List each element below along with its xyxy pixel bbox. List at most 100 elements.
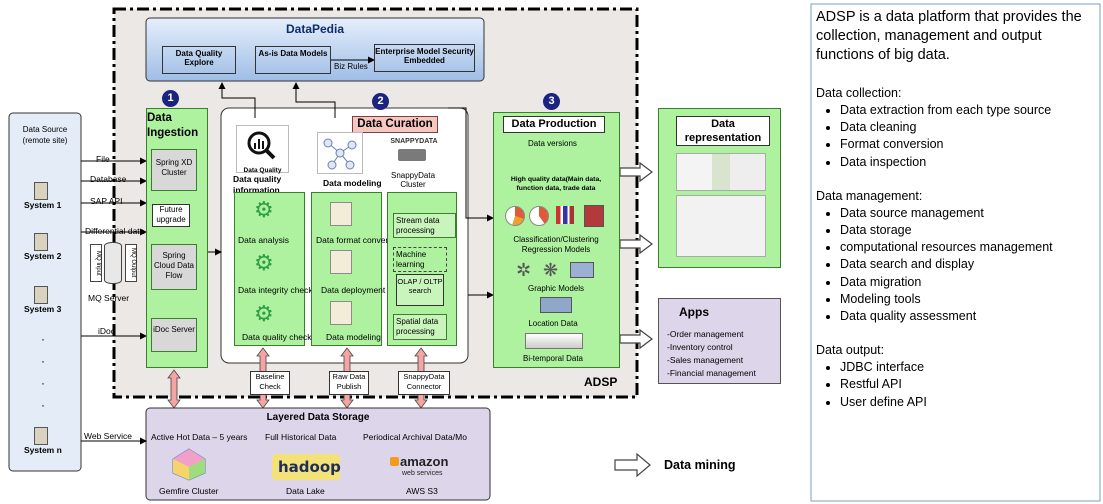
dq-info-label: Data quality information xyxy=(233,174,282,195)
gemfire-caption: Gemfire Cluster xyxy=(159,486,219,496)
datapedia-title: DataPedia xyxy=(285,22,345,36)
server-icon xyxy=(34,427,48,445)
modeling-label: Data modeling xyxy=(323,178,382,188)
network-icon: ✲ xyxy=(516,260,532,280)
raw-data-publish[interactable]: Raw Data Publish xyxy=(329,371,369,395)
mq-input-icon: MQ Input xyxy=(90,244,102,282)
app-item[interactable]: -Financial management xyxy=(667,368,756,378)
col1-item-integrity: Data integrity check xyxy=(238,285,313,295)
gear-icon: ⚙ xyxy=(254,250,274,275)
magnifier-chart-icon xyxy=(247,131,276,160)
conn-sap-api: SAP API xyxy=(90,196,123,206)
storage-tier-full: Full Historical Data xyxy=(265,432,337,442)
ingestion-title: Data Ingestion xyxy=(147,112,199,139)
representation-title: Data representation xyxy=(676,116,770,146)
pie-chart-icon xyxy=(505,206,525,226)
app-item[interactable]: -Sales management xyxy=(667,355,744,365)
location-data-label: Location Data xyxy=(528,319,578,328)
olap-oltp-box[interactable]: OLAP / OLTP search xyxy=(396,274,444,306)
description-text: ADSP is a data platform that provides th… xyxy=(816,8,1096,411)
col2-item-deployment: Data deployment xyxy=(321,285,386,295)
curation-number: 2 xyxy=(372,93,389,110)
enterprise-model-box[interactable]: Enterprise Model Security Embedded xyxy=(374,44,475,72)
app-item[interactable]: -Inventory control xyxy=(667,342,733,352)
graph-model-icon xyxy=(570,262,594,278)
datapedia-box xyxy=(145,17,485,82)
biz-rules-label: Biz Rules xyxy=(334,62,368,71)
server-icon xyxy=(34,233,48,251)
adsp-label: ADSP xyxy=(584,375,618,389)
idoc-server[interactable]: iDoc Server xyxy=(151,318,197,352)
collection-list: Data extraction from each type source Da… xyxy=(816,102,1096,171)
storage-tier-hot: Active Hot Data – 5 years xyxy=(151,432,248,442)
snappydata-connector[interactable]: SnappyData Connector xyxy=(398,371,450,395)
ellipsis-dots: ···· xyxy=(41,332,45,412)
snappydata-icon xyxy=(398,149,426,161)
app-item[interactable]: -Order management xyxy=(667,329,744,339)
apps-title: Apps xyxy=(679,305,709,319)
data-modeling-icon xyxy=(317,132,363,174)
future-upgrade-box: Future upgrade xyxy=(152,204,190,227)
apps-box xyxy=(658,298,781,384)
baseline-check[interactable]: Baseline Check xyxy=(250,371,290,395)
conn-file: File xyxy=(96,154,110,164)
production-title: Data Production xyxy=(503,116,605,133)
gear-icon: ⚙ xyxy=(254,197,274,222)
spring-cloud-data-flow[interactable]: Spring Cloud Data Flow xyxy=(151,244,197,290)
col1-item-quality: Data quality check xyxy=(242,332,312,342)
graph-icon: ❋ xyxy=(543,260,559,280)
conn-web-service: Web Service xyxy=(84,431,133,441)
as-is-models-box[interactable]: As-is Data Models xyxy=(255,46,331,74)
source-title: Data Source (remote site) xyxy=(22,125,68,145)
collection-title: Data collection: xyxy=(816,86,902,100)
data-quality-icon: Data Quality xyxy=(236,125,289,174)
storage-title: Layered Data Storage xyxy=(266,412,370,423)
curation-col1 xyxy=(234,192,305,346)
dashboard-image xyxy=(676,153,766,191)
system-n: System n xyxy=(22,427,72,455)
output-list: JDBC interface Restful API User define A… xyxy=(816,359,1096,411)
document-gear-icon xyxy=(330,202,352,226)
conn-differential: Differential data xyxy=(85,226,145,236)
management-list: Data source management Data storage comp… xyxy=(816,205,1096,325)
timeline-icon xyxy=(525,333,583,349)
output-arrows xyxy=(614,161,653,478)
document-gear-icon xyxy=(330,301,352,325)
spatial-processing-box[interactable]: Spatial data processing xyxy=(393,314,447,340)
gear-icon: ⚙ xyxy=(254,301,274,326)
system-2: System 2 xyxy=(22,233,72,261)
storage-tier-archive: Periodical Archival Data/Mo xyxy=(363,432,467,442)
col2-item-format: Data format conversion xyxy=(316,235,404,245)
management-title: Data management: xyxy=(816,188,923,203)
bitemporal-label: Bi-temporal Data xyxy=(522,354,584,363)
col1-item-analysis: Data analysis xyxy=(238,235,290,245)
system-3: System 3 xyxy=(22,286,72,314)
spring-xd-cluster[interactable]: Spring XD Cluster xyxy=(151,149,197,191)
production-number: 3 xyxy=(543,93,560,110)
description-box xyxy=(810,3,1101,502)
graphic-models-label: Graphic Models xyxy=(527,284,585,293)
server-icon xyxy=(34,182,48,200)
mq-output-icon: MQ Output xyxy=(125,244,137,282)
curation-title: Data Curation xyxy=(352,116,438,133)
gemfire-logo xyxy=(171,447,207,481)
machine-learning-box[interactable]: Machine learning xyxy=(393,247,447,272)
output-title: Data output: xyxy=(816,343,885,358)
pie-chart-icon xyxy=(529,206,549,226)
stream-processing-box[interactable]: Stream data processing xyxy=(393,213,456,238)
legend-data-mining: Data mining xyxy=(664,458,736,472)
document-gear-icon xyxy=(330,250,352,274)
hadoop-logo: hadoop xyxy=(272,454,341,480)
bar-chart-icon xyxy=(556,206,574,224)
snappydata-cluster-label: SnappyData Cluster xyxy=(390,171,436,189)
cube-chart-icon xyxy=(584,205,604,227)
dq-explore-box[interactable]: Data Quality Explore xyxy=(162,46,236,74)
mq-cylinder-icon xyxy=(104,242,122,284)
aws-s3-caption: AWS S3 xyxy=(406,486,438,496)
conn-idoc: iDoc xyxy=(98,326,116,336)
snappydata-logo: SNAPPYDATA xyxy=(390,138,438,145)
ingestion-number: 1 xyxy=(162,90,179,107)
system-1: System 1 xyxy=(22,182,72,210)
server-icon xyxy=(34,286,48,304)
hq-data-label: High quality data(Main data, function da… xyxy=(510,176,602,192)
